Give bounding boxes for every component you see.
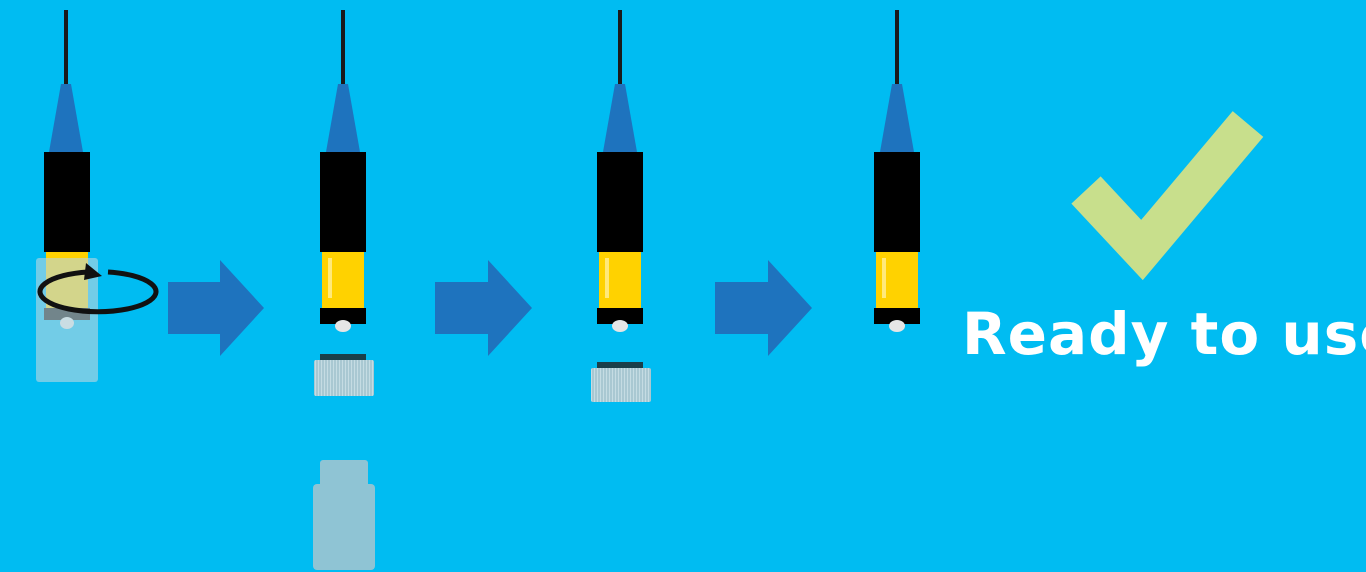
probe-strain-relief-icon [49, 84, 83, 152]
soaker-cap-icon [314, 354, 374, 396]
step-4-probe-ready [874, 10, 920, 332]
probe-strain-relief-icon [326, 84, 360, 152]
step-1-probe-in-bottle [36, 10, 159, 382]
probe-strain-relief-icon [603, 84, 637, 152]
arrow-2-icon [435, 260, 532, 356]
soaker-bottle-icon [313, 460, 375, 570]
arrow-3-icon [715, 260, 812, 356]
twist-arrow-icon [37, 263, 159, 315]
soaker-bottle-icon [36, 258, 98, 382]
step-3-cap-removed [591, 10, 651, 402]
checkmark-icon [1071, 111, 1264, 281]
ready-to-use-caption: Ready to use [962, 300, 1366, 368]
probe-body-icon [44, 152, 90, 252]
probe-body-icon [597, 152, 643, 252]
soaker-cap-icon [591, 362, 651, 402]
probe-body-icon [320, 152, 366, 252]
step-2-cap-removed-with-bottle [313, 10, 375, 570]
probe-body-icon [874, 152, 920, 252]
arrow-1-icon [168, 260, 264, 356]
probe-strain-relief-icon [880, 84, 914, 152]
